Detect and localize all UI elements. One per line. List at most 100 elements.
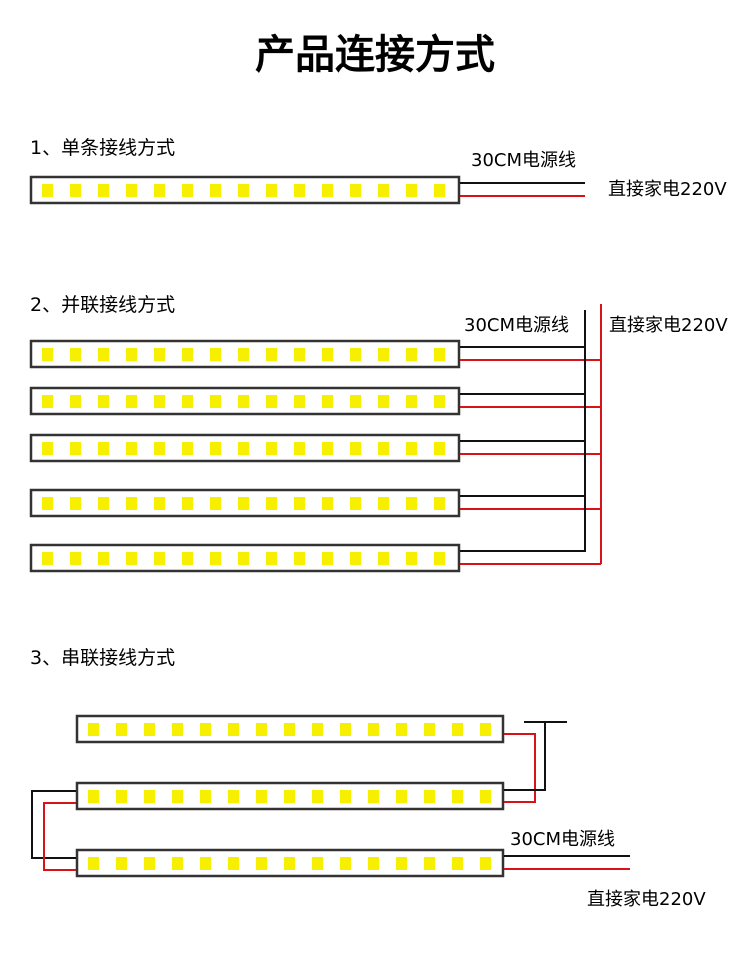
led-chip [210,497,221,510]
led-chip [70,184,81,197]
led-chip [294,497,305,510]
section-1-heading: 1、单条接线方式 [30,137,175,159]
led-chip [182,552,193,565]
section-1-wire-label: 30CM电源线 [471,150,576,171]
led-chip [182,497,193,510]
led-chip [172,723,183,736]
section-3-black-link-left [31,790,76,859]
section-1-strips [29,175,461,205]
led-chip [452,857,463,870]
led-chip [182,395,193,408]
led-chip [266,184,277,197]
led-chip [256,857,267,870]
led-chip [266,395,277,408]
section-3-strips [75,714,505,878]
section-2-wires [460,346,601,565]
led-chip [480,723,491,736]
led-chip [434,497,445,510]
led-chip [480,790,491,803]
led-chip [228,723,239,736]
led-chip [480,857,491,870]
led-chip [340,857,351,870]
section-2-power-label: 直接家电220V [609,315,728,336]
led-chip [312,723,323,736]
led-chip [294,348,305,361]
led-chip [210,348,221,361]
led-chip [378,348,389,361]
led-chip [312,857,323,870]
led-chip [378,552,389,565]
section-3-red-link-left [43,802,76,871]
led-chip [350,395,361,408]
led-chip [322,184,333,197]
led-chip [424,790,435,803]
led-chip [284,790,295,803]
led-chip [434,395,445,408]
led-chip [378,442,389,455]
section-3-black-link-right [504,722,546,791]
led-chip [172,790,183,803]
led-chip [144,723,155,736]
led-chip [396,723,407,736]
led-chip [238,552,249,565]
led-strip [29,339,461,369]
led-chip [266,442,277,455]
led-chip [378,497,389,510]
led-chip [396,857,407,870]
led-chip [182,442,193,455]
led-chip [98,552,109,565]
led-chip [154,497,165,510]
led-chip [368,723,379,736]
led-chip [350,497,361,510]
led-chip [452,790,463,803]
led-chip [266,348,277,361]
led-chip [144,790,155,803]
led-chip [238,395,249,408]
led-chip [210,442,221,455]
led-chip [284,723,295,736]
led-chip [266,497,277,510]
led-strip [75,848,505,878]
led-chip [228,790,239,803]
led-chip [406,552,417,565]
led-strip [29,433,461,463]
led-chip [434,184,445,197]
led-chip [42,552,53,565]
page-title: 产品连接方式 [255,32,495,78]
led-chip [312,790,323,803]
led-chip [210,395,221,408]
led-chip [434,348,445,361]
led-chip [256,723,267,736]
led-chip [126,348,137,361]
led-chip [322,395,333,408]
led-chip [266,552,277,565]
led-chip [70,442,81,455]
led-chip [116,723,127,736]
led-chip [98,348,109,361]
led-chip [350,442,361,455]
led-chip [42,348,53,361]
led-strip [29,488,461,518]
led-chip [424,857,435,870]
section-2-strips [29,339,461,573]
section-2-heading: 2、并联接线方式 [30,294,175,316]
led-chip [322,497,333,510]
led-chip [42,184,53,197]
led-chip [406,348,417,361]
led-chip [406,497,417,510]
led-chip [350,552,361,565]
led-chip [378,184,389,197]
led-chip [70,348,81,361]
led-chip [294,552,305,565]
led-chip [284,857,295,870]
led-chip [294,442,305,455]
led-chip [154,348,165,361]
led-chip [406,395,417,408]
led-chip [452,723,463,736]
led-chip [350,348,361,361]
led-chip [98,497,109,510]
section-3-wire-label: 30CM电源线 [510,829,615,850]
led-strip [75,781,505,811]
led-chip [88,723,99,736]
led-chip [238,442,249,455]
